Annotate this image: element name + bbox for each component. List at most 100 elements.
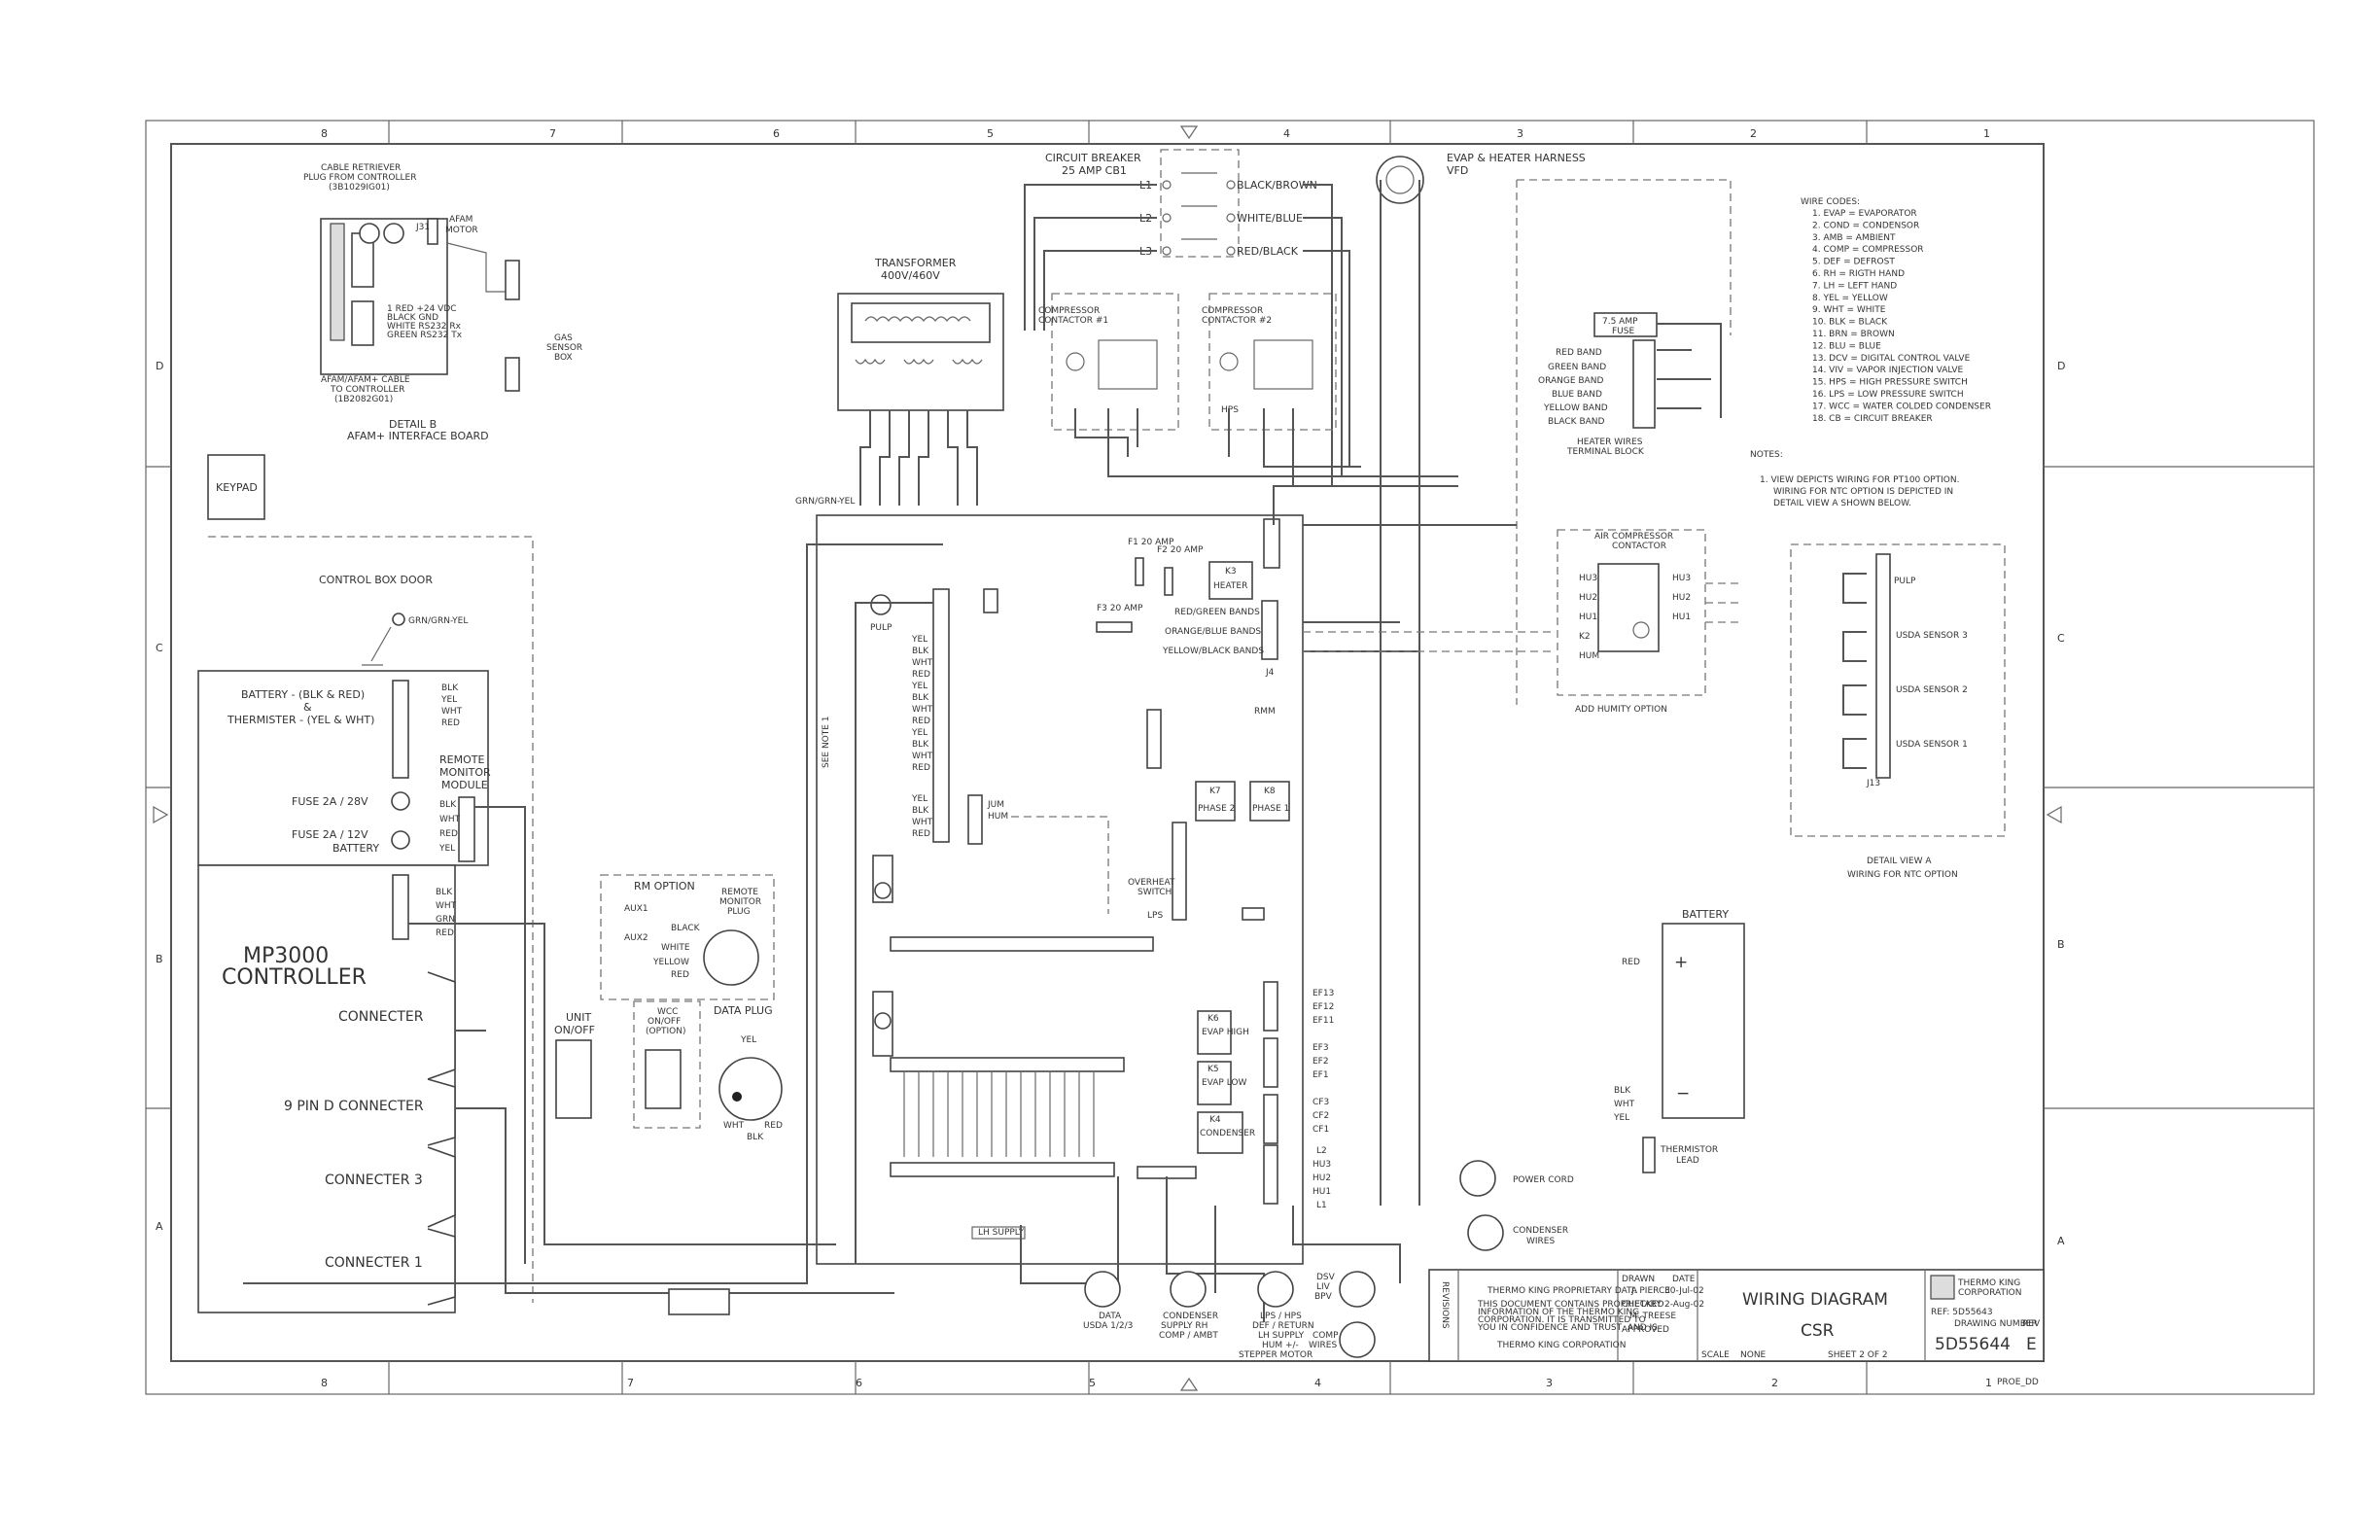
drawing-number: 5D55644 bbox=[1935, 1335, 2011, 1354]
k3-heater-relay bbox=[1208, 561, 1253, 600]
sheet-number: SHEET 2 OF 2 bbox=[1828, 1350, 1888, 1360]
usda-data-plug bbox=[1084, 1271, 1121, 1308]
detail-b-title: DETAIL B bbox=[389, 418, 437, 431]
evap-harness-trunk bbox=[1380, 180, 1420, 1206]
9-pin-d-label: 9 PIN D CONNECTER bbox=[284, 1099, 424, 1114]
svg-text:EF12: EF12 bbox=[1312, 1002, 1334, 1012]
center-arrow-bottom bbox=[1179, 1377, 1199, 1391]
unit-onoff-switch bbox=[555, 1039, 592, 1119]
col-label-bottom-1: 1 bbox=[1985, 1377, 1992, 1389]
svg-text:CF1: CF1 bbox=[1312, 1125, 1329, 1135]
svg-text:CF2: CF2 bbox=[1312, 1111, 1329, 1121]
battery-box bbox=[1662, 923, 1745, 1119]
k5-label: K5 bbox=[1208, 1065, 1219, 1074]
connecter-3-shape bbox=[427, 1146, 456, 1228]
row-label-c: C bbox=[156, 642, 163, 654]
detail-a-subtitle: WIRING FOR NTC OPTION bbox=[1847, 870, 1958, 880]
mp3000-controller-box bbox=[197, 864, 456, 1313]
svg-text:HU1: HU1 bbox=[1312, 1187, 1331, 1197]
wcc-switch bbox=[645, 1049, 682, 1109]
j3-connector bbox=[1263, 1144, 1278, 1205]
svg-text:RED: RED bbox=[912, 717, 930, 726]
fuse-12v bbox=[391, 830, 410, 850]
svg-text:L2: L2 bbox=[1316, 1146, 1327, 1156]
transformer-secondary-coils bbox=[855, 358, 983, 365]
checked-label: CHECKED bbox=[1622, 1300, 1664, 1310]
svg-text:YEL: YEL bbox=[911, 635, 928, 645]
checked-by: M. TREESE bbox=[1629, 1312, 1676, 1321]
lps-label: LPS bbox=[1147, 911, 1163, 921]
k7-label: K7 bbox=[1209, 787, 1221, 796]
cb-wiring bbox=[1024, 184, 1350, 486]
cb-contacts bbox=[1162, 172, 1236, 256]
aux2-label: AUX2 bbox=[624, 933, 648, 943]
heater-terminal-wiring bbox=[1657, 323, 1722, 418]
heater-relay-label: HEATER bbox=[1213, 581, 1247, 591]
keypad-label: KEYPAD bbox=[216, 481, 258, 494]
condenser-relay-label: CONDENSER bbox=[1200, 1129, 1255, 1138]
rm-option-label: RM OPTION bbox=[634, 880, 695, 892]
j11-connector bbox=[890, 936, 1154, 952]
hu1-right: HU1 bbox=[1672, 612, 1691, 622]
orange-blue-bands: ORANGE/BLUE BANDS bbox=[1165, 627, 1261, 637]
wire-code-item: 14. VIV = VAPOR INJECTION VALVE bbox=[1812, 366, 1964, 375]
battery-red-wire: RED bbox=[1622, 958, 1640, 967]
col-label-bottom-3: 3 bbox=[1546, 1377, 1553, 1389]
svg-text:EF3: EF3 bbox=[1312, 1043, 1329, 1053]
svg-text:EF11: EF11 bbox=[1312, 1016, 1334, 1026]
evap-low-label: EVAP LOW bbox=[1202, 1078, 1246, 1088]
row-label-a: A bbox=[156, 1220, 163, 1233]
lh-supply-label: LH SUPPLY bbox=[978, 1228, 1025, 1238]
grn-yel-ground-label: GRN/GRN-YEL bbox=[408, 616, 468, 626]
wire-code-item: 11. BRN = BROWN bbox=[1812, 330, 1895, 339]
hps-label: HPS bbox=[1221, 405, 1239, 415]
date-value: 30-Jul-02 bbox=[1664, 1286, 1704, 1296]
rmp-yellow: YELLOW bbox=[652, 958, 689, 967]
thermister-label: THERMISTER - (YEL & WHT) bbox=[227, 714, 374, 726]
rm-side-red: RED bbox=[439, 829, 458, 839]
contactor-coils bbox=[1066, 339, 1313, 390]
svg-text:RED: RED bbox=[912, 670, 930, 680]
rm-connector-top bbox=[392, 680, 409, 779]
f3-label: F3 20 AMP bbox=[1097, 604, 1143, 613]
pulp-label: PULP bbox=[870, 623, 892, 633]
inner-frame bbox=[170, 143, 2045, 1362]
humity-dashed-links bbox=[1303, 582, 1740, 652]
col-label-7: 7 bbox=[549, 127, 556, 140]
keypad-box bbox=[207, 454, 265, 520]
circuit-breaker-label: CIRCUIT BREAKER bbox=[1045, 152, 1141, 164]
contactor-wiring bbox=[1074, 408, 1458, 486]
row-label-c-right: C bbox=[2057, 632, 2065, 645]
k3-label: K3 bbox=[1225, 567, 1237, 577]
rev-label: REV bbox=[2022, 1319, 2041, 1329]
j15-connector bbox=[890, 1057, 1125, 1072]
afam-motor-wire bbox=[446, 242, 506, 293]
battery-ampersand: & bbox=[303, 701, 312, 714]
fuse-28v bbox=[391, 791, 410, 811]
add-humity-option-box bbox=[1557, 529, 1706, 696]
rmp-red: RED bbox=[671, 970, 689, 980]
ground-symbol bbox=[362, 626, 392, 666]
condenser-wires-plug bbox=[1467, 1214, 1504, 1251]
rm-side-wht: WHT bbox=[439, 815, 461, 824]
detail-a-usda-1: USDA SENSOR 1 bbox=[1896, 740, 1968, 750]
wire-code-item: 1. EVAP = EVAPORATOR bbox=[1812, 209, 1917, 219]
air-compressor-contactor bbox=[1597, 563, 1660, 652]
wire-code-item: 16. LPS = LOW PRESSURE SWITCH bbox=[1812, 390, 1964, 400]
lh-supply-box bbox=[971, 1226, 1026, 1240]
wire-code-item: 6. RH = RIGTH HAND bbox=[1812, 269, 1905, 279]
conn-1-plug-ring bbox=[874, 1012, 892, 1030]
center-arrow-right bbox=[2046, 805, 2062, 824]
note-line-1: 1. VIEW DEPICTS WIRING FOR PT100 OPTION. bbox=[1760, 475, 1959, 485]
